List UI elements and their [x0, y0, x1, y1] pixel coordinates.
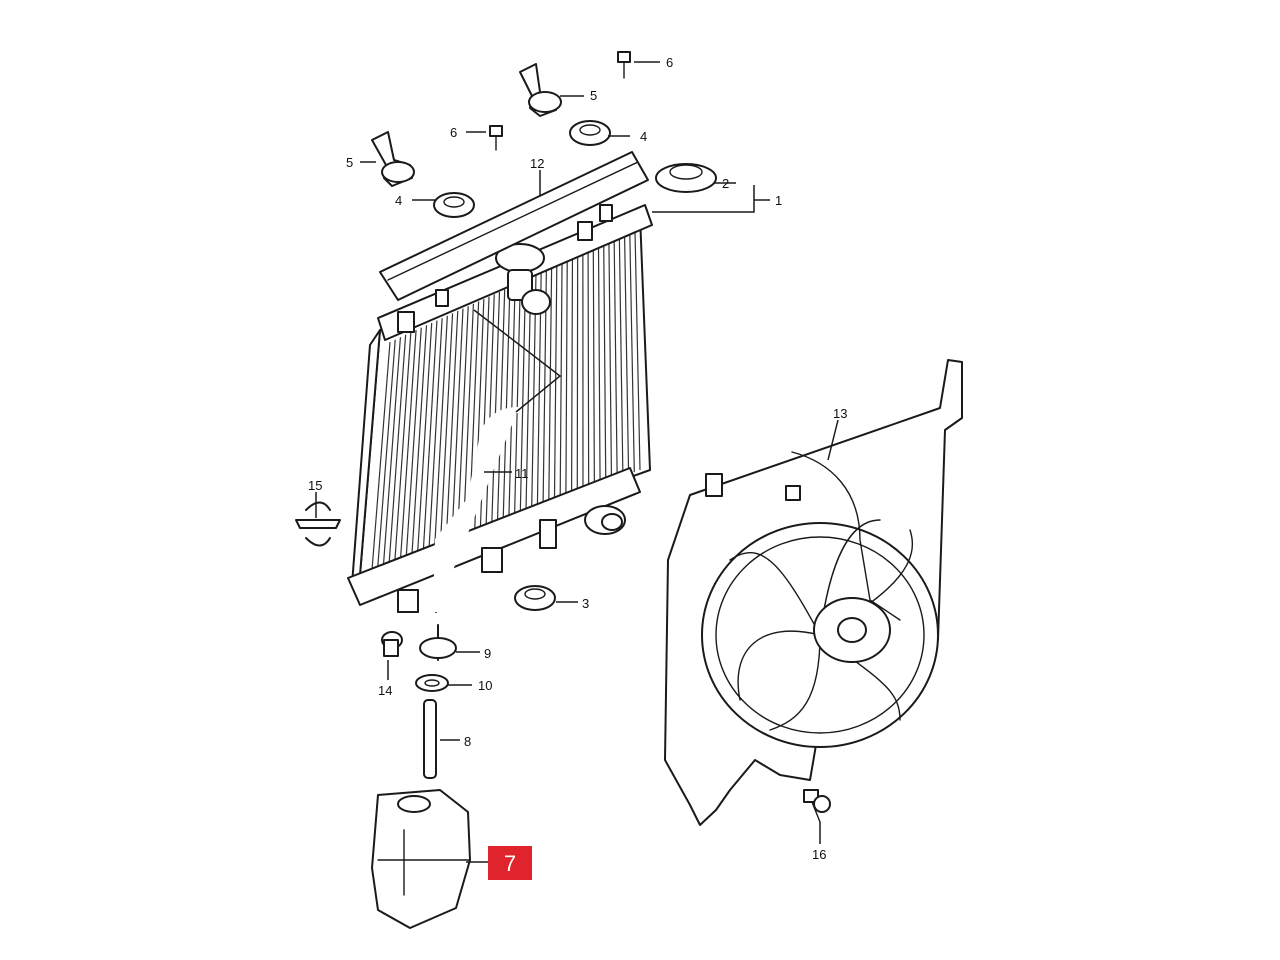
radiator-fin — [496, 289, 506, 524]
radiator-fin — [608, 241, 613, 481]
radiator-fin — [634, 229, 641, 471]
reservoir-cap-8[interactable] — [419, 624, 457, 661]
radiator-fin — [623, 234, 630, 475]
radiator-fin — [411, 325, 428, 556]
overflow-hose[interactable] — [433, 407, 519, 613]
radiator-fin — [525, 277, 532, 513]
bracket-5-right[interactable] — [519, 63, 562, 117]
radiator-fin — [439, 313, 454, 545]
label-4-left: 4 — [395, 193, 402, 208]
label-12: 12 — [530, 156, 544, 171]
clamp-14[interactable] — [381, 631, 403, 657]
radiator-fin — [388, 334, 407, 564]
radiator-fin — [394, 332, 412, 562]
clamp-15[interactable] — [295, 501, 341, 547]
highlight-label-7[interactable]: 7 — [488, 846, 532, 880]
radiator-fin — [371, 341, 391, 571]
radiator-fin — [618, 237, 624, 477]
label-5-left: 5 — [346, 155, 353, 170]
radiator-fin — [491, 291, 501, 526]
label-6-top: 6 — [666, 55, 673, 70]
label-8: 9 — [484, 646, 491, 661]
radiator-fins — [371, 229, 641, 571]
label-16: 16 — [812, 847, 826, 862]
label-7: 7 — [504, 851, 516, 876]
radiator-fin — [565, 260, 568, 498]
radiator-fin — [597, 246, 601, 485]
bolt-16[interactable] — [803, 789, 831, 823]
part-labels: 6 5 6 4 5 4 12 2 1 11 15 13 3 9 10 14 8 … — [308, 55, 847, 862]
radiator-fin — [405, 327, 422, 558]
radiator-fin — [559, 263, 563, 500]
label-14: 14 — [378, 683, 392, 698]
radiator-fin — [570, 258, 574, 496]
label-6-middle: 6 — [450, 125, 457, 140]
radiator-cap[interactable] — [655, 163, 717, 193]
reservoir-tank-7[interactable] — [371, 789, 471, 929]
radiator-fin — [399, 330, 417, 560]
radiator-fin — [592, 249, 595, 488]
radiator-upper-bar[interactable] — [379, 151, 649, 301]
label-5-right: 5 — [590, 88, 597, 103]
label-9: 10 — [478, 678, 492, 693]
radiator-fin — [434, 315, 448, 547]
radiator-fin — [502, 287, 511, 522]
bolt-6-top[interactable] — [617, 51, 631, 79]
radiator-fin — [629, 232, 635, 473]
radiator-fin — [382, 337, 402, 566]
label-11: 11 — [515, 466, 529, 481]
radiator-fin — [508, 284, 516, 519]
label-13: 13 — [833, 406, 847, 421]
cushion-4-right[interactable] — [569, 120, 611, 146]
label-2: 2 — [722, 176, 729, 191]
bracket-5-left[interactable] — [371, 131, 415, 187]
radiator-fin — [553, 265, 558, 502]
bolt-6-middle[interactable] — [489, 125, 503, 151]
radiator-fin — [603, 244, 607, 483]
cushion-4-left[interactable] — [433, 192, 475, 218]
radiator-fin — [548, 268, 553, 505]
radiator[interactable] — [347, 204, 653, 613]
label-15: 15 — [308, 478, 322, 493]
radiator-fin — [445, 310, 459, 543]
radiator-fin — [422, 320, 438, 551]
label-1: 1 — [775, 193, 782, 208]
radiator-fin — [451, 308, 464, 541]
cushion-3[interactable] — [514, 585, 556, 611]
radiator-fin — [485, 294, 495, 528]
radiator-fin — [613, 239, 618, 479]
radiator-fin — [519, 280, 527, 515]
tube-10[interactable] — [423, 699, 437, 779]
radiator-fin — [456, 306, 469, 539]
label-10: 8 — [464, 734, 471, 749]
label-3: 3 — [582, 596, 589, 611]
radiator-fin — [377, 339, 396, 568]
leader-lines — [315, 61, 839, 863]
label-4-right: 4 — [640, 129, 647, 144]
radiator-fin — [462, 303, 475, 536]
radiator-fin — [513, 282, 521, 517]
radiator-fin — [417, 322, 433, 554]
radiator-fin — [587, 251, 590, 490]
radiator-fin — [428, 318, 443, 549]
fan-shroud[interactable] — [664, 359, 963, 826]
washer-9[interactable] — [415, 674, 449, 692]
